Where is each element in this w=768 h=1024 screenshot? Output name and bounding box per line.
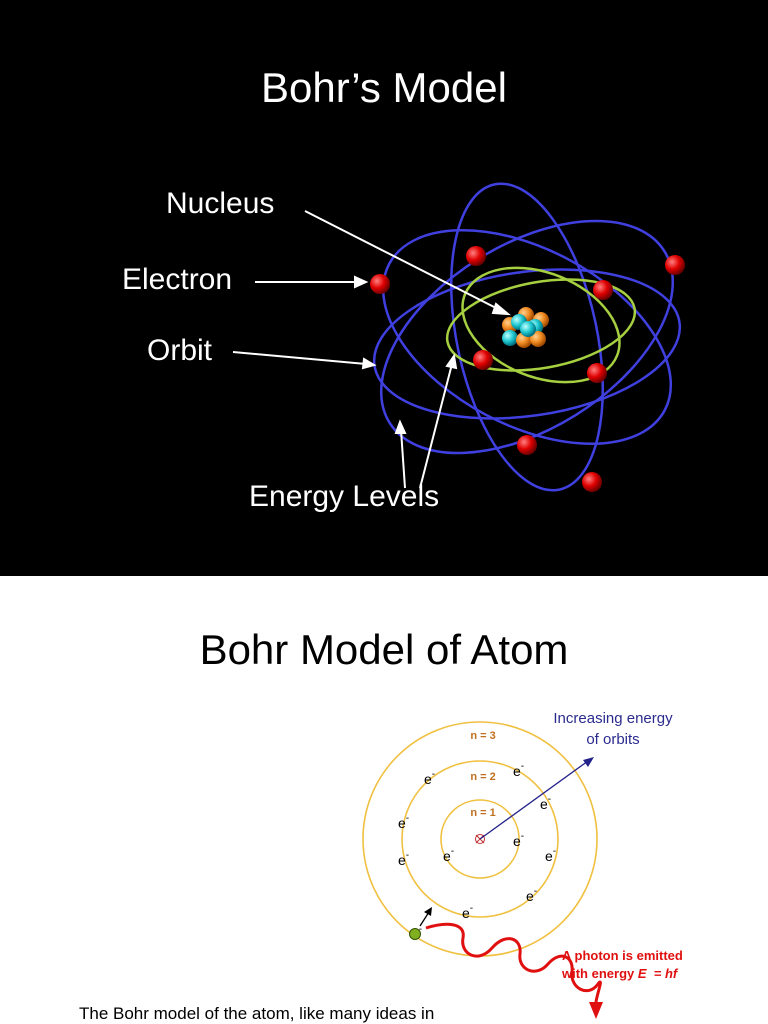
photon-arrowhead bbox=[589, 1002, 603, 1019]
orbit-label: Orbit bbox=[147, 334, 213, 367]
atom-diagram bbox=[232, 182, 685, 492]
electron-symbol: e- bbox=[545, 846, 556, 864]
outer-orbit-tilted-right bbox=[381, 228, 673, 446]
photon-note-line2: with energy E = hf bbox=[562, 965, 683, 983]
level-label-n2: n = 2 bbox=[470, 771, 495, 783]
photon-note-line1: A photon is emitted bbox=[562, 948, 683, 963]
electron bbox=[587, 363, 607, 383]
orbit-n1 bbox=[440, 799, 520, 879]
transition-electron-highlight bbox=[409, 928, 421, 940]
orbit-n2 bbox=[401, 760, 559, 918]
slide2-title: Bohr Model of Atom bbox=[199, 626, 569, 673]
slide-bohr-model-of-atom: Bohr Model of Atom n = 3 n = 2 n = 1 e- … bbox=[0, 576, 768, 1024]
slide-bohrs-model: Bohr’s Model bbox=[0, 0, 768, 576]
energy-level-arrow-left bbox=[400, 429, 406, 489]
electron-symbol: e- bbox=[424, 769, 435, 787]
photon-wave bbox=[425, 922, 602, 1003]
electron bbox=[582, 472, 602, 492]
electron-symbol: e- bbox=[540, 794, 551, 812]
electron-symbol: e- bbox=[443, 846, 454, 864]
photon-formula: E = hf bbox=[637, 966, 678, 981]
nucleus bbox=[502, 307, 549, 348]
electron-label: Electron bbox=[122, 263, 233, 296]
electron bbox=[370, 274, 390, 294]
slide2-caption: The Bohr model of the atom, like many id… bbox=[79, 1004, 435, 1023]
energy-level-arrow-right bbox=[419, 363, 453, 489]
electron bbox=[466, 246, 486, 266]
energy-levels-diagram: n = 3 n = 2 n = 1 e- e- e- e- e- e- e- e… bbox=[362, 721, 603, 1019]
energy-levels-label: Energy Levels bbox=[249, 480, 440, 513]
electron-symbol: e- bbox=[513, 831, 524, 849]
electron-symbol: e- bbox=[526, 886, 537, 904]
electron-symbol: e- bbox=[462, 903, 473, 921]
nucleus-label: Nucleus bbox=[166, 187, 275, 220]
electron-symbol: e- bbox=[513, 761, 524, 779]
electron bbox=[517, 435, 537, 455]
nucleus-pointer-arrow bbox=[304, 210, 501, 311]
electron bbox=[473, 350, 493, 370]
energy-arrow bbox=[479, 760, 589, 840]
electron bbox=[665, 255, 685, 275]
slide1-title: Bohr’s Model bbox=[261, 64, 507, 111]
inner-orbit-b bbox=[461, 266, 621, 384]
photon-note-prefix: with energy bbox=[562, 966, 638, 981]
increasing-energy-line1: Increasing energy bbox=[553, 710, 673, 727]
electron-symbol: e- bbox=[398, 850, 409, 868]
electron-symbol: e- bbox=[398, 813, 409, 831]
transition-arrow bbox=[419, 911, 430, 927]
photon-note: A photon is emitted with energy E = hf bbox=[562, 947, 683, 983]
increasing-energy-note: Increasing energy of orbits bbox=[531, 708, 695, 750]
level-label-n3: n = 3 bbox=[470, 730, 495, 742]
outer-orbit-vertical bbox=[449, 182, 605, 492]
increasing-energy-line2: of orbits bbox=[586, 731, 640, 748]
electron bbox=[593, 280, 613, 300]
inner-orbit-a bbox=[445, 278, 637, 372]
level-label-n1: n = 1 bbox=[470, 807, 495, 819]
orbit-pointer-arrow bbox=[232, 351, 367, 365]
